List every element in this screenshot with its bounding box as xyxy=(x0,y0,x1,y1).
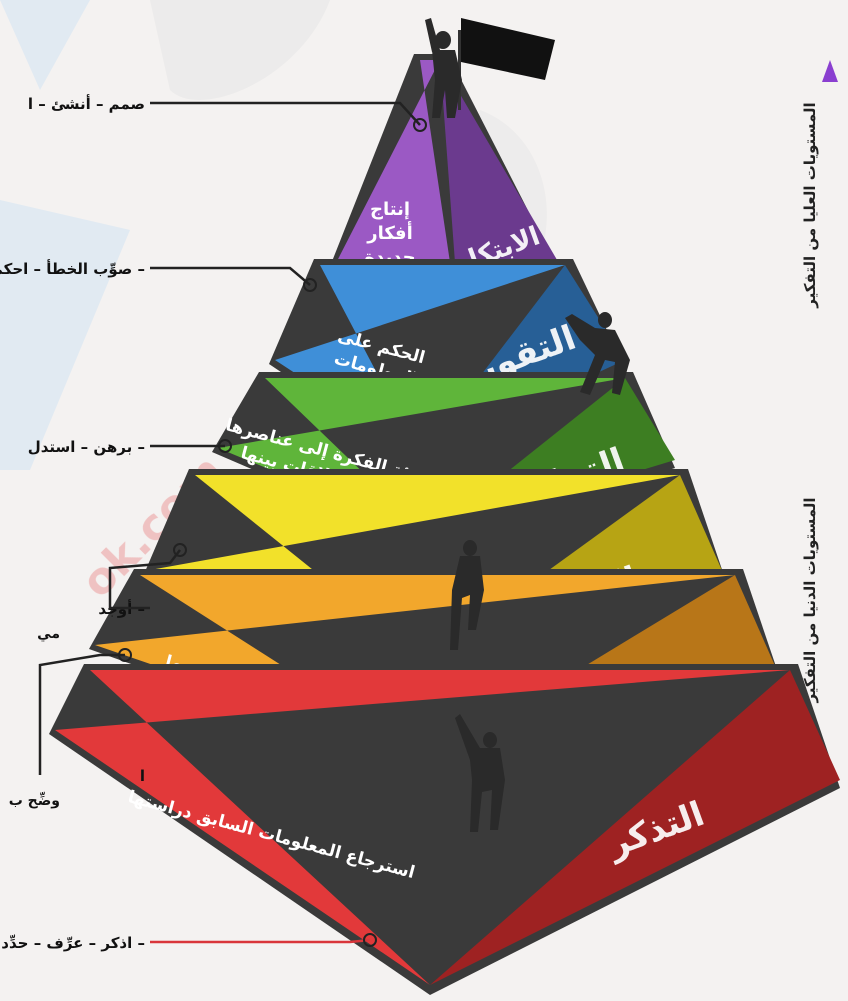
connector-line xyxy=(150,101,421,126)
connector-dot xyxy=(118,648,132,662)
level-verbs: صوِّب الخطأ – احكم – xyxy=(0,259,145,278)
level-verbs: صمم – أنشئ – ا xyxy=(28,94,145,113)
level-verbs: اذكر – عرِّف – حدِّد – xyxy=(1,934,145,952)
level-verbs: ا xyxy=(140,767,145,785)
level-verbs-line2: وضِّح ب xyxy=(9,792,60,809)
lower-levels-label: المستويات الدنيا من التفكير xyxy=(801,497,819,703)
tier-description-line: أفكار xyxy=(366,221,413,244)
connector-line xyxy=(150,266,311,286)
tier-description-line: إنتاج xyxy=(370,199,410,220)
connector-line xyxy=(150,938,371,944)
connector-1: صمم – أنشئ – ا xyxy=(28,94,427,132)
tier-front-face xyxy=(150,475,680,660)
upper-levels-label: المستويات العليا من التفكير xyxy=(801,102,819,308)
connector-5: ا وضِّح ب xyxy=(9,648,145,809)
climber-orange-icon xyxy=(455,714,505,832)
connector-6: اذكر – عرِّف – حدِّد – xyxy=(1,933,377,952)
connector-dot xyxy=(303,278,317,292)
connector-3: برهن – استدل – xyxy=(28,438,232,456)
tier-front-face xyxy=(55,670,790,985)
level-verbs-line2: مي xyxy=(37,626,60,642)
connector-dot xyxy=(413,118,427,132)
connector-line xyxy=(108,549,181,610)
level-verbs: برهن – استدل – xyxy=(28,438,145,456)
tier-front-face xyxy=(218,378,625,535)
connector-4: أوجد –مي xyxy=(37,543,187,642)
climber-blue-icon xyxy=(565,312,630,395)
thinking-levels-arrow: المستويات العليا من التفكير المستويات ال… xyxy=(801,60,838,750)
tier-side-face xyxy=(430,670,840,985)
connector-2: صوِّب الخطأ – احكم – xyxy=(0,259,317,292)
climber-figures xyxy=(425,18,630,832)
connector-lines: صمم – أنشئ – ا صوِّب الخطأ – احكم – برهن … xyxy=(0,94,427,952)
connector-dot xyxy=(218,439,232,453)
connector-dot xyxy=(363,933,377,947)
levels-arrow-head xyxy=(822,60,838,82)
connector-line xyxy=(38,653,125,775)
tier-front-face xyxy=(95,575,735,760)
connector-dot xyxy=(173,543,187,557)
flag-climber-icon xyxy=(425,18,555,118)
climber-green-icon xyxy=(450,540,484,650)
tier-ledge xyxy=(49,664,840,995)
